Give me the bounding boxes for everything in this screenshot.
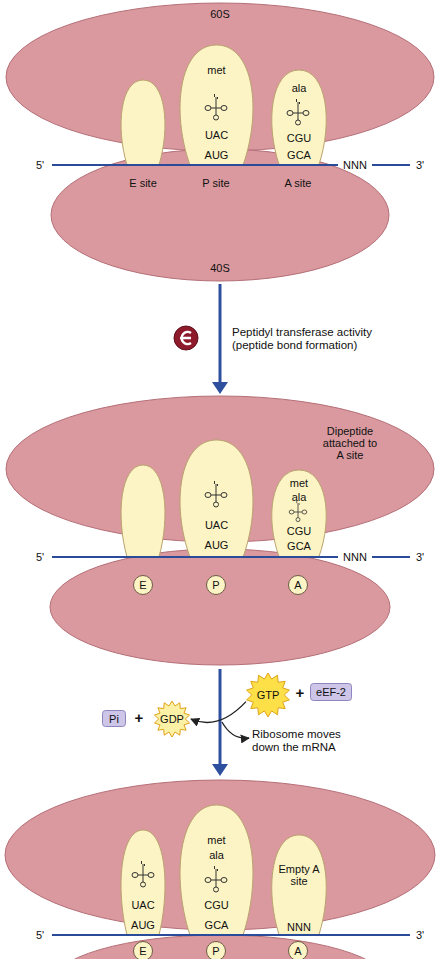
- node-text: A: [294, 945, 301, 957]
- node-text: UAC: [131, 899, 154, 911]
- box-shape: [311, 684, 352, 701]
- circle-shape: [207, 942, 226, 959]
- node-text: E: [139, 945, 146, 957]
- circle-shape: [289, 942, 308, 959]
- site-circle: A: [288, 941, 308, 959]
- node-text: Dipeptide attached to A site: [318, 425, 382, 461]
- node-text: P site: [202, 177, 229, 189]
- node-text: GDP: [160, 713, 184, 725]
- plus-sign: +: [135, 711, 144, 724]
- node-outline: [175, 805, 258, 935]
- subunit-shape: [51, 149, 389, 281]
- node-text: P: [212, 945, 219, 957]
- annotation: 5': [36, 159, 44, 172]
- node-text: UAC: [205, 519, 228, 531]
- node-text: ala: [292, 82, 307, 94]
- phosphate-box: Pi: [102, 710, 126, 727]
- circle-shape: [289, 576, 308, 595]
- small-subunit: [50, 935, 390, 959]
- node-text: GCA: [205, 919, 229, 931]
- trna-shape: [272, 470, 326, 557]
- node-outline: [175, 45, 258, 165]
- node-text: GTP: [257, 689, 280, 701]
- node-text: E site: [129, 177, 157, 189]
- gdp-burst: GDP: [153, 701, 191, 737]
- trna: met alaCGU GCA: [268, 470, 330, 557]
- annotation: NNN: [343, 551, 367, 564]
- node-text: UAC: [205, 129, 228, 141]
- node-text: A: [294, 579, 301, 591]
- annotation: 5': [36, 551, 44, 564]
- site-circle: E: [133, 575, 153, 595]
- annotation: 3': [416, 159, 424, 172]
- step-arrowhead: [212, 764, 228, 776]
- node-text: AUG: [205, 149, 229, 161]
- enzyme-glyph: [180, 332, 191, 344]
- trna: met alaCGU GCA: [175, 805, 258, 935]
- reaction-arrow: [191, 702, 246, 723]
- gtp-burst: GTP: [246, 673, 290, 717]
- empty-site: Empty A siteNNN: [268, 835, 330, 935]
- node-text: GCA: [287, 540, 311, 552]
- enzyme-icon: [174, 326, 198, 350]
- trna-shape: [180, 805, 253, 935]
- circle-shape: [207, 576, 226, 595]
- trna-shape: [272, 835, 326, 935]
- trna: UAC AUG: [175, 440, 258, 557]
- trna-shape: [180, 45, 253, 165]
- trna-shape: [272, 70, 326, 165]
- annotation: Peptidyl transferase activity (peptide b…: [232, 326, 397, 352]
- node-text: Empty A site: [274, 863, 324, 887]
- site-circle: A: [288, 575, 308, 595]
- trna: UAC AUG: [118, 830, 168, 935]
- annotation: 3': [416, 551, 424, 564]
- node-text: E: [139, 579, 146, 591]
- node-text: met: [290, 477, 308, 489]
- circle-shape: [134, 576, 153, 595]
- site-circle: E: [133, 941, 153, 959]
- burst-shape: [155, 701, 190, 737]
- step-arrow: [219, 669, 222, 766]
- annotation: 3': [416, 929, 424, 942]
- node-text: NNN: [287, 921, 311, 933]
- node-text: ala: [292, 491, 307, 503]
- trna: metUAC AUG: [175, 45, 258, 165]
- node-text: CGU: [287, 132, 311, 144]
- node-text: Pi: [109, 713, 119, 725]
- factor-box: eEF-2: [310, 683, 352, 701]
- node-text: met: [207, 64, 225, 76]
- burst-shape: [247, 673, 290, 717]
- trna-shape: [121, 830, 165, 935]
- node-text: AUG: [131, 919, 155, 931]
- trna: alaCGU GCA: [268, 70, 330, 165]
- small-subunit: E site P site A site 40S: [50, 148, 390, 282]
- node-text: met: [207, 834, 225, 846]
- node-text: CGU: [204, 899, 228, 911]
- step-arrow: [219, 284, 222, 384]
- small-subunit: [50, 549, 390, 665]
- circle-shape: [134, 942, 153, 959]
- node-text: 40S: [210, 262, 230, 274]
- step-arrowhead: [212, 382, 228, 394]
- node-outline: [50, 148, 390, 282]
- node-text: P: [212, 579, 219, 591]
- site-circle: P: [206, 941, 226, 959]
- movement-arrow: [222, 722, 249, 738]
- node-text: AUG: [205, 539, 229, 551]
- node-text: eEF-2: [316, 686, 346, 698]
- node-text: ala: [209, 849, 224, 861]
- node-text: A site: [285, 177, 312, 189]
- node-text: GCA: [287, 149, 311, 161]
- node-text: 60S: [210, 8, 230, 20]
- annotation: 5': [36, 929, 44, 942]
- box-shape: [103, 711, 126, 727]
- site-circle: P: [206, 575, 226, 595]
- plus-sign: +: [296, 686, 305, 699]
- node-text: CGU: [287, 525, 311, 537]
- annotation: Ribosome moves down the mRNA: [252, 728, 347, 754]
- trna-shape: [180, 440, 253, 557]
- annotation: NNN: [343, 159, 367, 172]
- large-subunit: [5, 780, 435, 930]
